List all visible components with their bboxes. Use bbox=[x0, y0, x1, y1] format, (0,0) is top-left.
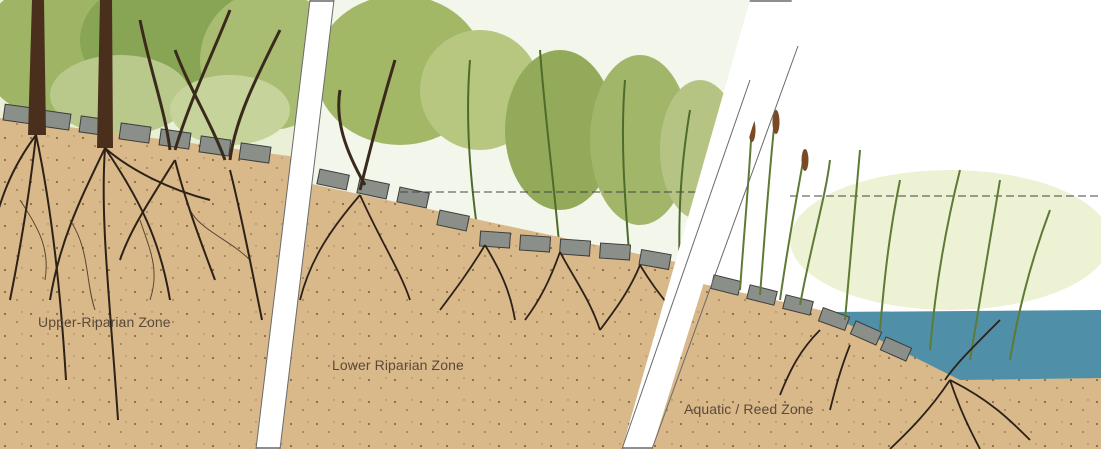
upper-riparian-zone-label: Upper-Riparian Zone bbox=[38, 314, 171, 330]
lower-riparian-zone-label: Lower Riparian Zone bbox=[332, 357, 464, 373]
aquatic-reed-zone-label: Aquatic / Reed Zone bbox=[684, 401, 814, 417]
